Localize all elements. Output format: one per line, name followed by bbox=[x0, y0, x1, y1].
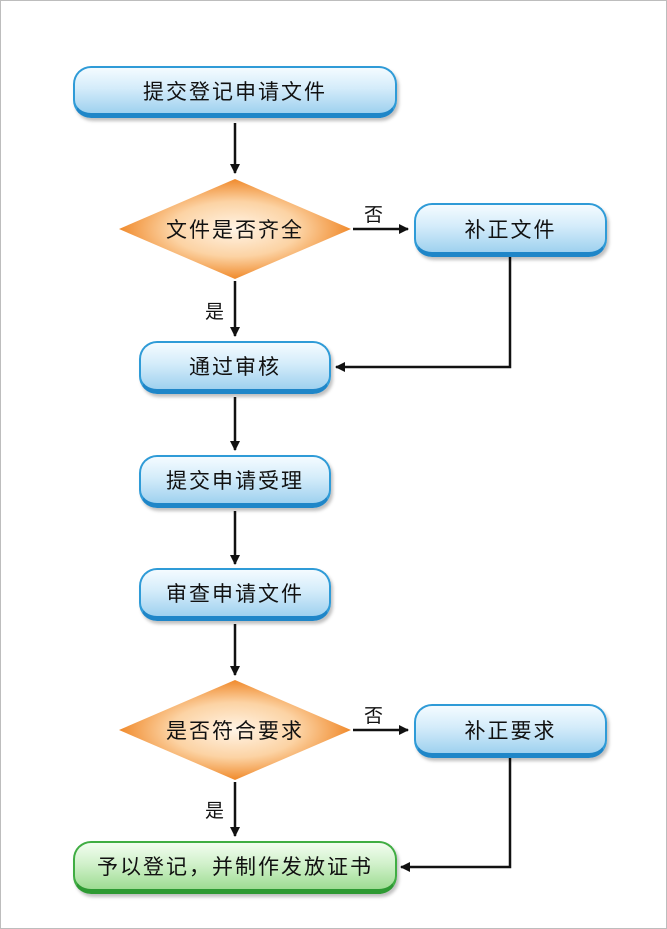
label-no-complete: 否 bbox=[364, 204, 384, 226]
node-correct-requirements: 补正要求 bbox=[414, 704, 607, 758]
node-review-documents: 审查申请文件 bbox=[139, 568, 331, 621]
node-submit-acceptance: 提交申请受理 bbox=[139, 455, 331, 508]
label-yes-requirements: 是 bbox=[205, 800, 225, 822]
node-grant-registration: 予以登记，并制作发放证书 bbox=[73, 841, 397, 894]
arrow-correct-req-return bbox=[400, 758, 512, 872]
label-no-requirements: 否 bbox=[364, 705, 384, 727]
label-yes-complete: 是 bbox=[205, 301, 225, 323]
decision-diamond-requirements bbox=[119, 680, 351, 780]
arrow-correct-docs-return bbox=[335, 257, 512, 372]
node-check-requirements: 是否符合要求 bbox=[166, 719, 304, 743]
node-check-complete: 文件是否齐全 bbox=[166, 218, 304, 242]
node-submit-documents: 提交登记申请文件 bbox=[73, 66, 397, 118]
node-pass-review: 通过审核 bbox=[139, 341, 331, 394]
decision-diamond-complete bbox=[119, 179, 351, 279]
node-correct-documents: 补正文件 bbox=[414, 203, 607, 257]
